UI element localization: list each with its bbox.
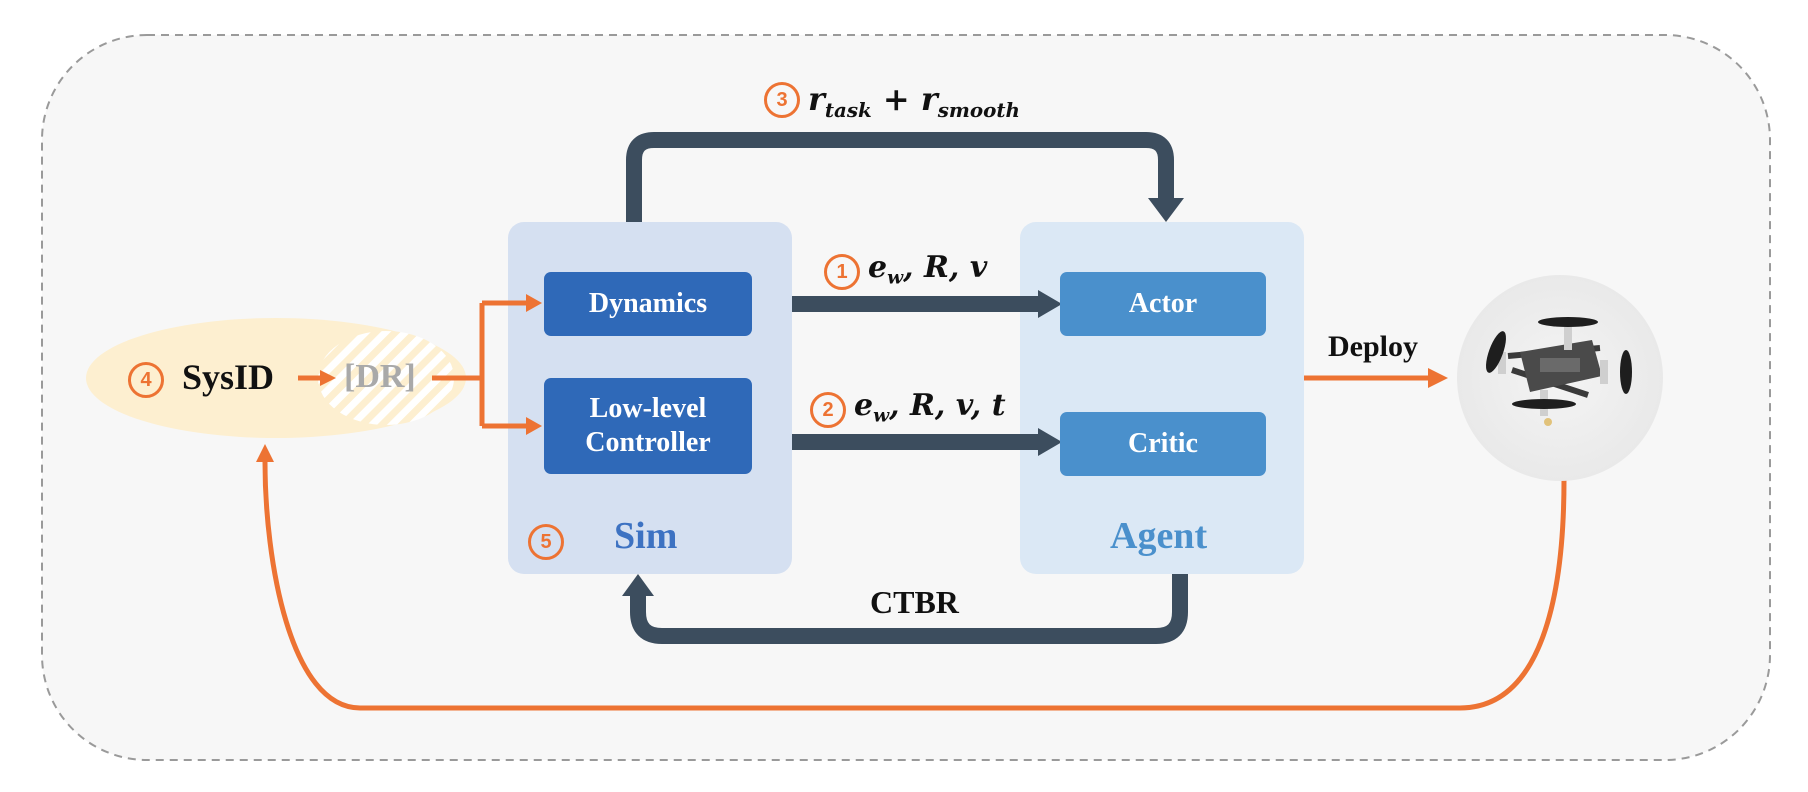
quadcopter-drone-icon [1486, 317, 1632, 426]
feedback-loop-arrow [262, 461, 1567, 711]
dr-label: [DR] [344, 358, 416, 395]
actor-label: Actor [1128, 288, 1198, 320]
critic-obs-arrowhead [1038, 428, 1062, 456]
fork-arrowhead-dynamics [526, 294, 542, 312]
deploy-arrowhead [1428, 368, 1448, 388]
dynamics-box: Dynamics [544, 272, 752, 336]
dynamics-label: Dynamics [588, 288, 708, 320]
fork-arrowhead-controller [526, 417, 542, 435]
step-4-badge: 4 [128, 362, 164, 398]
reward-label: rtask + rsmooth [808, 80, 1020, 122]
reward-arrow [626, 132, 1174, 222]
controller-label-line1: Low-level [589, 393, 707, 425]
outer-dashed-frame [41, 34, 1771, 761]
ctbr-arrow [630, 574, 1188, 644]
controller-box: Low-level Controller [544, 378, 752, 474]
reward-arrowhead [1148, 198, 1184, 222]
step-5-badge: 5 [528, 524, 564, 560]
actor-obs-arrowhead [1038, 290, 1062, 318]
critic-obs-label: ew, R, v, t [854, 388, 1006, 427]
feedback-loop-arrowhead [256, 444, 274, 462]
ctbr-arrowhead [622, 574, 654, 596]
sysid-to-dr-arrowhead [320, 370, 336, 386]
dr-hatched-ellipse [318, 331, 454, 425]
ctbr-label: CTBR [870, 584, 959, 620]
actor-obs-label: ew, R, v [868, 250, 988, 289]
step-3-badge: 3 [764, 82, 800, 118]
deploy-label: Deploy [1328, 330, 1418, 363]
step-2-badge: 2 [810, 392, 846, 428]
sim-title: Sim [614, 515, 678, 557]
agent-title: Agent [1110, 515, 1208, 557]
controller-label-line2: Controller [585, 427, 711, 458]
critic-box: Critic [1060, 412, 1266, 476]
critic-label: Critic [1128, 428, 1198, 460]
sysid-label: SysID [182, 357, 275, 397]
dr-to-sim-fork [432, 300, 528, 429]
actor-box: Actor [1060, 272, 1266, 336]
step-1-badge: 1 [824, 254, 860, 290]
